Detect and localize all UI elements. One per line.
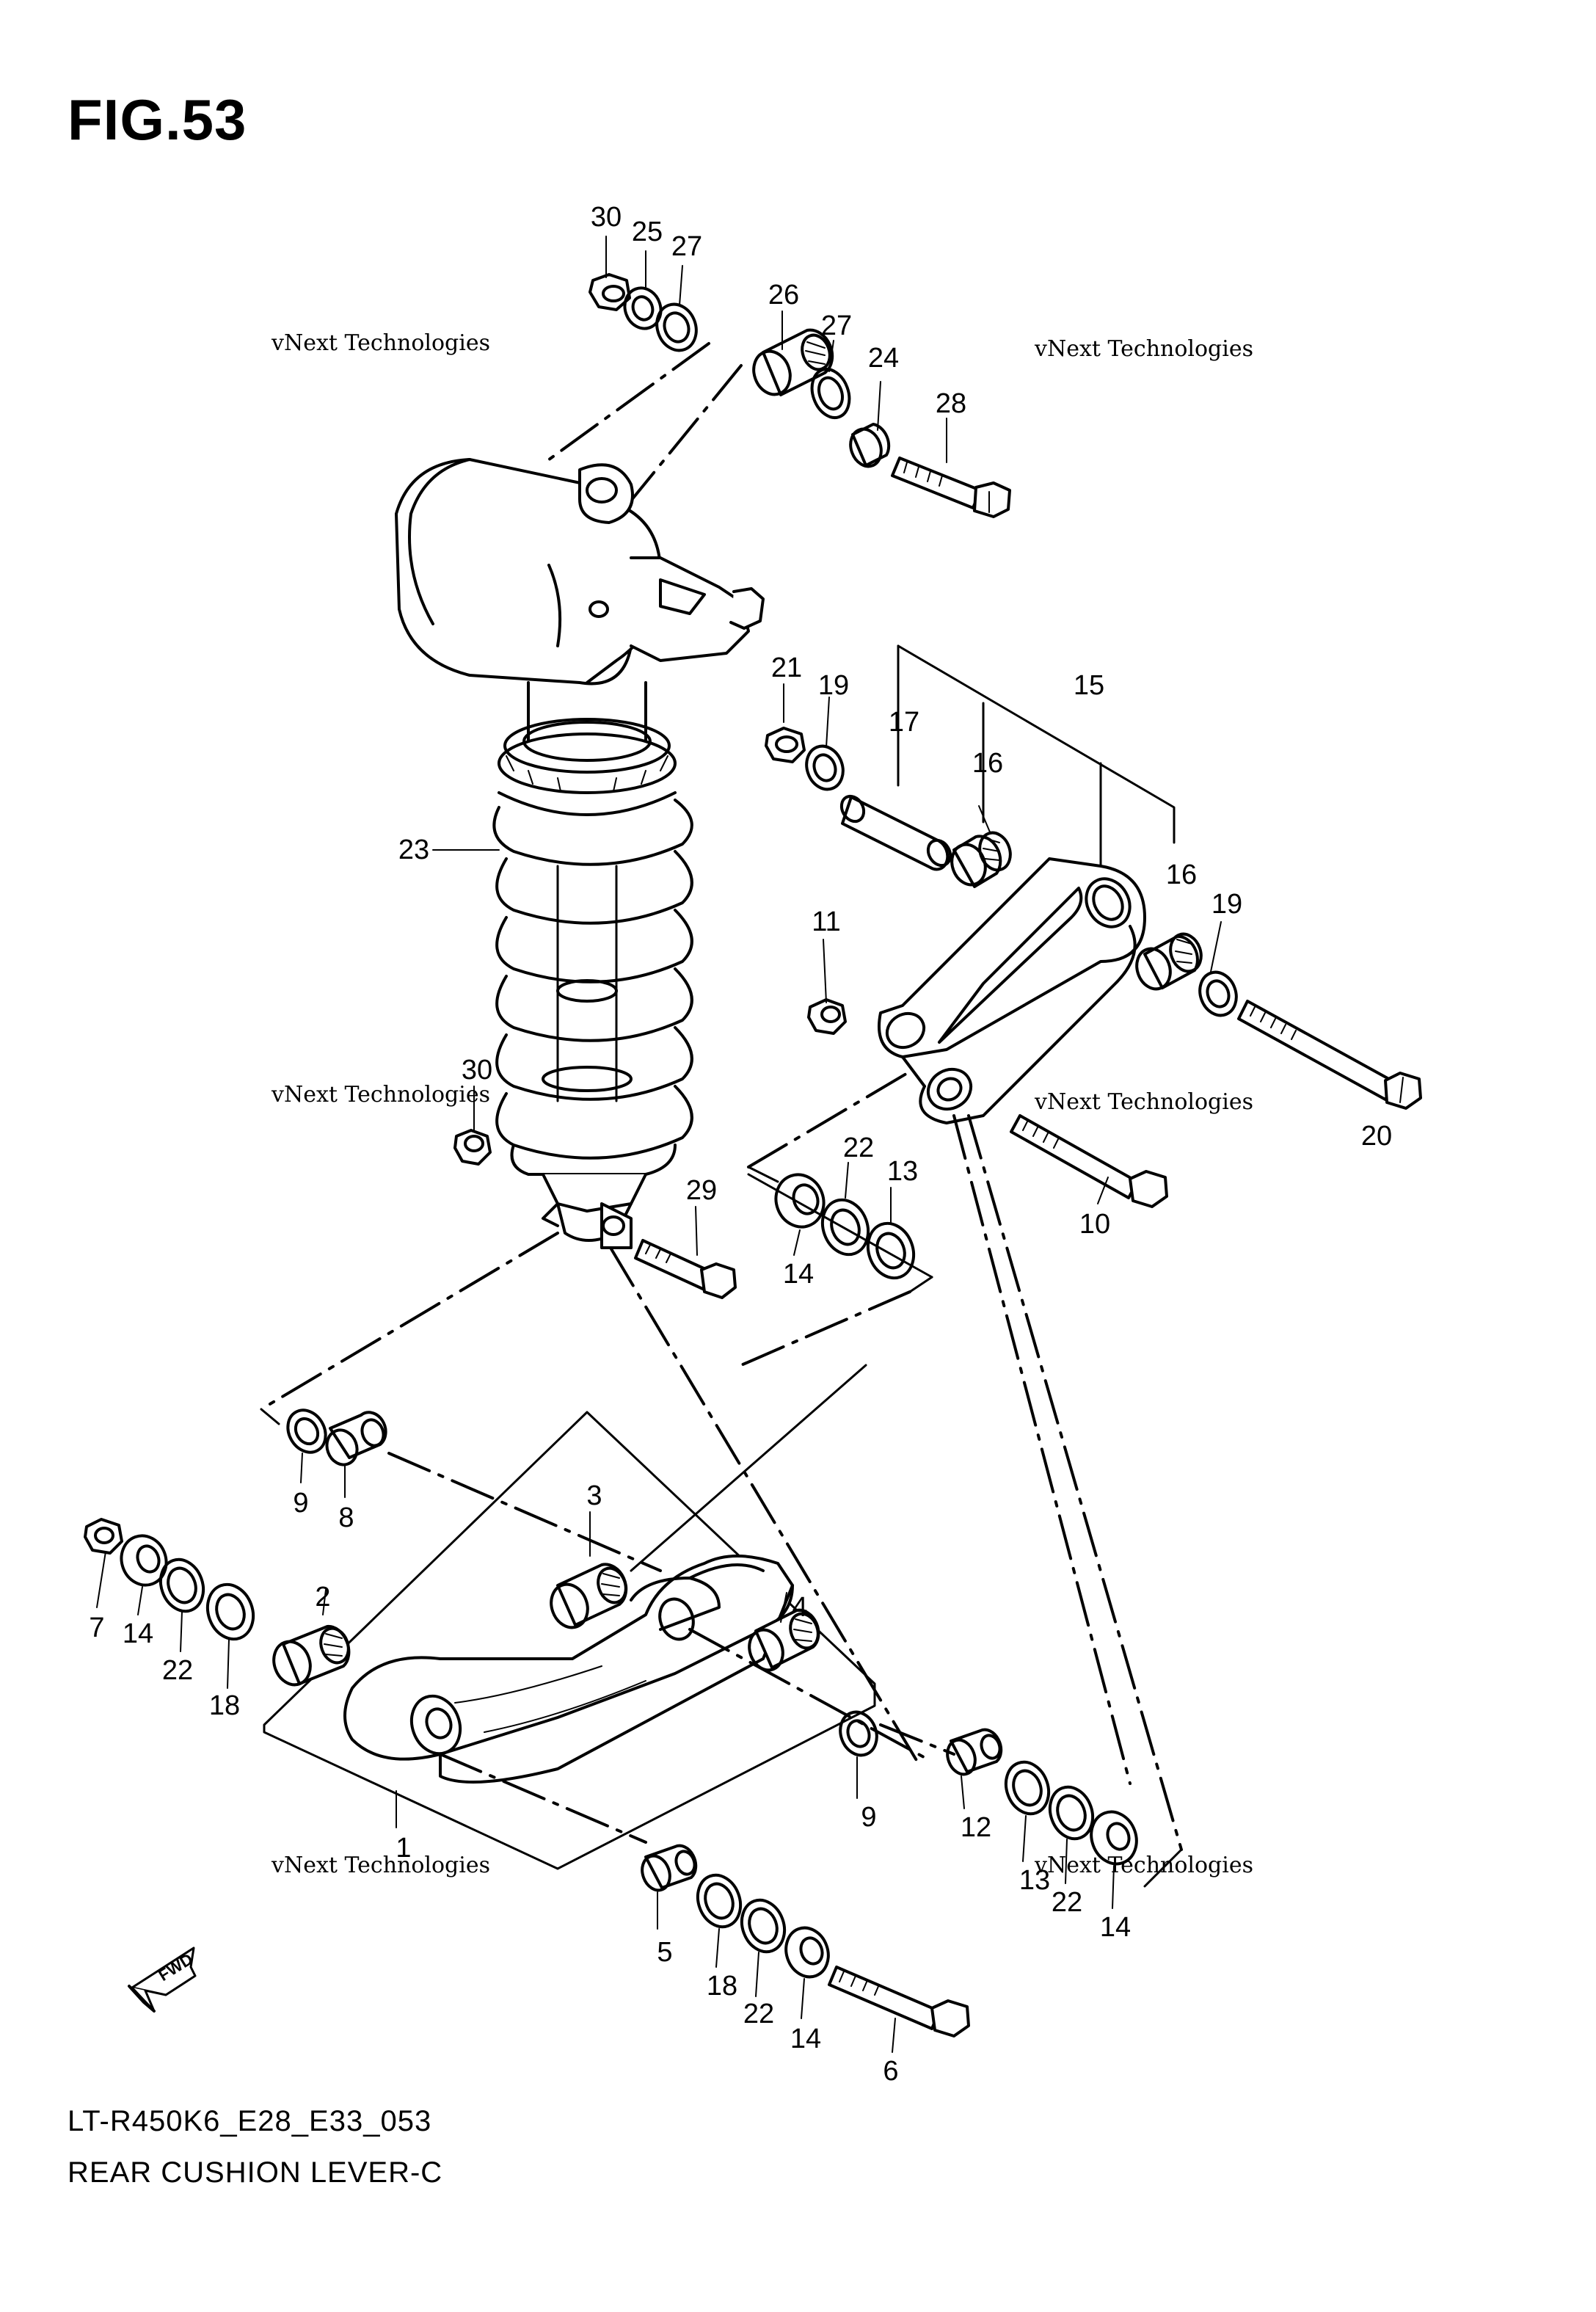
callout-28: 28 xyxy=(936,388,966,419)
callout-14: 14 xyxy=(1100,1912,1131,1943)
part-14-washer-b xyxy=(1090,1810,1138,1866)
part-30-nut-lower xyxy=(453,1129,492,1166)
callout-9: 9 xyxy=(861,1802,876,1833)
callout-8: 8 xyxy=(338,1502,354,1533)
callout-5: 5 xyxy=(657,1937,672,1968)
diagram-title: REAR CUSHION LEVER-C xyxy=(68,2156,443,2189)
part-5-sleeve xyxy=(641,1844,698,1892)
part-16-bearing-a xyxy=(950,831,1012,888)
callout-27: 27 xyxy=(821,310,852,341)
part-10-bolt xyxy=(1010,1114,1168,1208)
part-14-washer-mid xyxy=(774,1173,826,1229)
callout-18: 18 xyxy=(209,1690,240,1721)
part-2-bearing xyxy=(272,1624,351,1687)
callout-14: 14 xyxy=(790,2024,821,2054)
part-19-washer-b xyxy=(1198,970,1238,1017)
figure-title: FIG.53 xyxy=(68,87,247,152)
callout-24: 24 xyxy=(868,343,899,374)
shock-absorber xyxy=(395,458,765,1249)
part-11-nut xyxy=(807,998,847,1035)
callout-22: 22 xyxy=(162,1655,193,1686)
part-9-seal-a xyxy=(286,1408,327,1454)
watermark-top-left: vNext Technologies xyxy=(272,330,491,356)
callout-10: 10 xyxy=(1079,1209,1110,1240)
callout-9: 9 xyxy=(293,1488,308,1519)
callout-23: 23 xyxy=(398,835,429,865)
part-7-nut xyxy=(84,1518,123,1555)
part-13-seal-mid xyxy=(866,1221,916,1280)
callout-27: 27 xyxy=(671,231,702,262)
part-9-seal-b xyxy=(839,1710,878,1757)
part-27-seal-top xyxy=(655,302,698,352)
callout-11: 11 xyxy=(812,906,840,937)
part-27-seal xyxy=(810,368,851,419)
part-28-bolt xyxy=(891,457,1011,518)
callout-30: 30 xyxy=(591,202,622,233)
callout-26: 26 xyxy=(768,280,799,310)
part-15-cushion-rod xyxy=(878,857,1146,1124)
part-4-bearing xyxy=(748,1608,820,1672)
callout-1: 1 xyxy=(396,1833,411,1864)
part-25-washer-top xyxy=(623,286,663,330)
callout-7: 7 xyxy=(89,1613,104,1643)
part-13-seal-b xyxy=(1004,1760,1051,1816)
watermark-mid-right: vNext Technologies xyxy=(1035,1089,1254,1115)
part-22-washer-b xyxy=(1048,1785,1095,1841)
callout-30: 30 xyxy=(462,1055,492,1086)
callout-14: 14 xyxy=(123,1618,153,1649)
part-22-washer-left xyxy=(158,1557,205,1613)
part-14-washer-c xyxy=(784,1926,830,1979)
callout-4: 4 xyxy=(792,1592,807,1623)
part-19-washer xyxy=(805,744,845,791)
callout-3: 3 xyxy=(586,1480,602,1511)
part-6-bolt xyxy=(828,1966,970,2037)
callout-29: 29 xyxy=(686,1175,717,1206)
callout-15: 15 xyxy=(1074,670,1104,701)
part-16-bearing-b xyxy=(1135,932,1203,991)
callout-18: 18 xyxy=(707,1971,737,2002)
watermark-bottom-right: vNext Technologies xyxy=(1035,1853,1254,1878)
part-22-washer-c xyxy=(740,1898,787,1954)
part-14-washer-left xyxy=(120,1534,168,1587)
part-3-bearing xyxy=(550,1563,628,1629)
callout-22: 22 xyxy=(843,1133,874,1163)
part-18-seal-b xyxy=(696,1873,743,1929)
callout-25: 25 xyxy=(632,217,663,247)
part-22-washer-mid xyxy=(820,1198,870,1257)
part-12-sleeve xyxy=(946,1728,1003,1776)
callout-13: 13 xyxy=(1019,1865,1050,1896)
callout-6: 6 xyxy=(883,2056,898,2087)
part-17-sleeve xyxy=(839,794,952,871)
callout-16: 16 xyxy=(1166,859,1197,890)
callout-12: 12 xyxy=(961,1812,991,1843)
callout-14: 14 xyxy=(783,1259,814,1290)
watermark-top-right: vNext Technologies xyxy=(1035,336,1254,362)
fwd-arrow-icon xyxy=(128,1946,197,2013)
part-29-bolt xyxy=(634,1239,737,1299)
part-18-seal-left xyxy=(205,1582,255,1641)
watermark-mid-left: vNext Technologies xyxy=(272,1082,491,1108)
callout-13: 13 xyxy=(887,1156,918,1187)
callout-21: 21 xyxy=(771,652,802,683)
callout-22: 22 xyxy=(743,1999,774,2029)
part-8-sleeve xyxy=(325,1411,387,1466)
callout-19: 19 xyxy=(818,670,849,701)
part-30-nut-top xyxy=(589,273,631,311)
part-20-bolt xyxy=(1237,1000,1422,1110)
callout-2: 2 xyxy=(315,1582,330,1613)
callout-22: 22 xyxy=(1052,1887,1082,1918)
callout-20: 20 xyxy=(1361,1121,1392,1152)
callout-19: 19 xyxy=(1211,889,1242,920)
part-1-cushion-lever xyxy=(343,1555,794,1784)
diagram-code: LT-R450K6_E28_E33_053 xyxy=(68,2105,432,2137)
watermark-bottom-left: vNext Technologies xyxy=(272,1853,491,1878)
callout-17: 17 xyxy=(889,707,919,738)
part-24-collar xyxy=(849,423,891,468)
part-26-bearing xyxy=(752,328,834,396)
part-21-nut xyxy=(765,727,806,763)
callout-16: 16 xyxy=(972,748,1003,779)
